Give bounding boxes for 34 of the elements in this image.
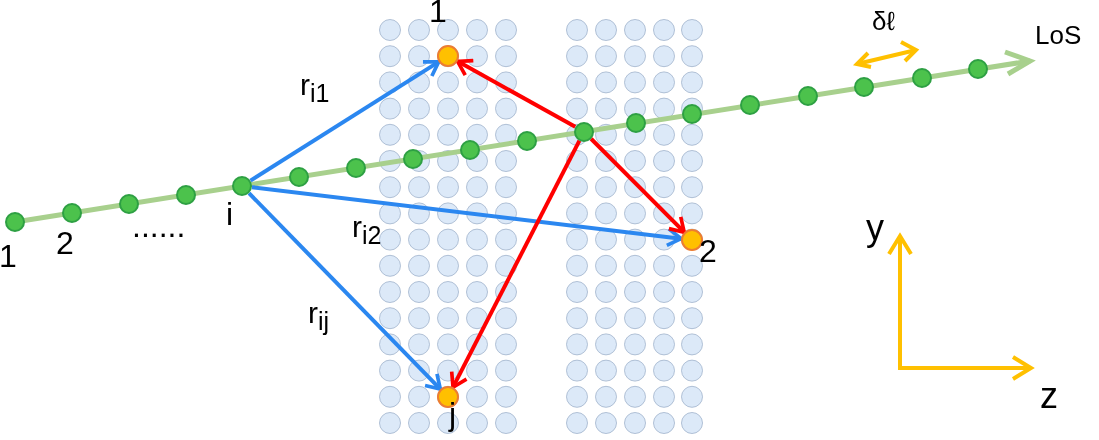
point-label: j (449, 398, 457, 430)
step-label: δℓ (872, 8, 895, 34)
sample-point (968, 59, 988, 80)
sample-point (798, 86, 818, 107)
arrow (249, 60, 441, 183)
point-label: 2 (699, 235, 717, 267)
sample-point (517, 130, 537, 151)
sample-point (176, 184, 196, 205)
arrow (589, 137, 687, 235)
edge-label: r$_{i1}$ (300, 70, 330, 106)
arrow (449, 139, 582, 390)
axis-label: z (1040, 378, 1058, 414)
sample-point (854, 77, 874, 98)
point-label: 2 (56, 226, 74, 259)
sample-point (740, 95, 760, 116)
sample-point (460, 139, 480, 160)
point-label: 1 (429, 0, 447, 27)
sample-point (912, 67, 932, 88)
ellipsis: ...... (132, 210, 186, 242)
sample-point (574, 121, 594, 142)
arrow (247, 191, 443, 391)
edge-label: r$_{ij}$ (308, 298, 330, 334)
point-label: i (226, 197, 234, 230)
sample-point (289, 166, 309, 187)
edge-label: r$_{i2}$ (352, 212, 382, 248)
axis-label: LoS (1035, 22, 1082, 48)
sample-point (346, 157, 366, 178)
axis-label: y (866, 210, 884, 246)
point-label: 1 (0, 240, 17, 272)
sample-point (119, 193, 139, 214)
arrow (251, 185, 683, 248)
sample-point (682, 104, 702, 125)
arrow (455, 58, 577, 129)
sample-point (403, 148, 423, 169)
